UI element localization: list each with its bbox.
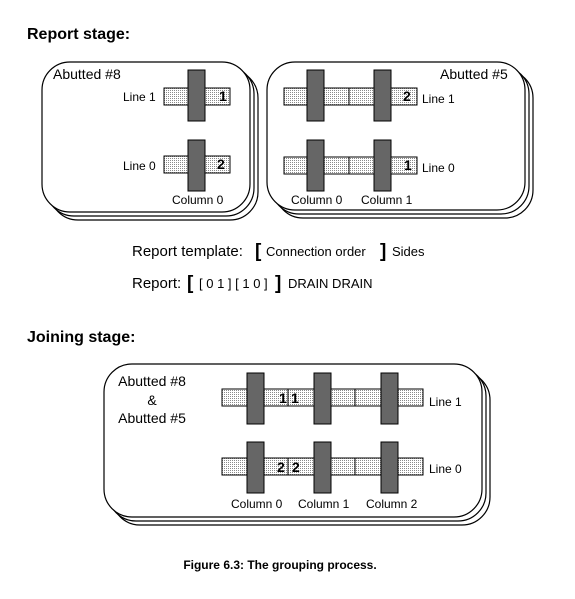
- report-template-suffix: Sides: [392, 244, 425, 259]
- joined-line1-label: Line 1: [429, 395, 462, 409]
- abutted-5-line1-number: 2: [403, 88, 411, 104]
- report-result-middle: [ 0 1 ] [ 1 0 ]: [199, 276, 268, 291]
- report-template-open-bracket: [: [255, 241, 262, 262]
- joined-column0-label: Column 0: [231, 497, 283, 511]
- abutted-5-line1: 2: [283, 69, 418, 122]
- joined-line1-number-b: 1: [291, 390, 299, 406]
- abutted-8-line1-number: 1: [219, 88, 227, 104]
- abutted-8-line0-number: 2: [217, 156, 225, 172]
- figure-caption: Figure 6.3: The grouping process.: [183, 558, 376, 572]
- abutted-5-box: Abutted #5 2 Line 1 1 Line 0 Column 0 Co…: [266, 61, 534, 219]
- joined-title-ampersand: &: [147, 392, 157, 408]
- report-stage-heading: Report stage:: [27, 26, 130, 43]
- report-result-prefix: Report:: [132, 275, 181, 292]
- report-template-close-bracket: ]: [380, 241, 386, 262]
- joined-line0-number-b: 2: [292, 459, 300, 475]
- abutted-8-line1-label: Line 1: [123, 90, 156, 104]
- joined-title-line3: Abutted #5: [118, 410, 186, 426]
- abutted-5-title: Abutted #5: [440, 66, 508, 82]
- report-result-suffix: DRAIN DRAIN: [288, 276, 373, 291]
- joined-column2-label: Column 2: [366, 497, 418, 511]
- joined-line0-number-a: 2: [277, 459, 285, 475]
- abutted-8-title: Abutted #8: [53, 66, 121, 82]
- report-template-middle: Connection order: [266, 244, 366, 259]
- joining-stage-heading: Joining stage:: [27, 329, 135, 346]
- joined-line1: 1 1: [221, 372, 424, 425]
- joined-box: Abutted #8 & Abutted #5 1 1 Line 1 2 2 L…: [103, 363, 491, 526]
- abutted-5-column0-label: Column 0: [291, 193, 343, 207]
- abutted-5-line1-label: Line 1: [422, 92, 455, 106]
- abutted-5-line0-label: Line 0: [422, 161, 455, 175]
- joined-line0-label: Line 0: [429, 462, 462, 476]
- joined-line1-number-a: 1: [279, 390, 287, 406]
- joined-column1-label: Column 1: [298, 497, 350, 511]
- joined-title-line1: Abutted #8: [118, 373, 186, 389]
- report-template-prefix: Report template:: [132, 243, 243, 260]
- report-template: Report template: [ Connection order ] Si…: [132, 241, 425, 262]
- joined-line0: 2 2: [221, 441, 424, 494]
- abutted-8-line1: 1: [163, 69, 231, 122]
- report-result-open-bracket: [: [187, 273, 194, 294]
- abutted-5-line0-number: 1: [404, 157, 412, 173]
- abutted-8-box: Abutted #8 1 Line 1 2 Line 0 Column 0: [41, 61, 259, 221]
- abutted-8-line0-label: Line 0: [123, 159, 156, 173]
- abutted-5-column1-label: Column 1: [361, 193, 413, 207]
- report-result: Report: [ [ 0 1 ] [ 1 0 ] ] DRAIN DRAIN: [132, 273, 373, 294]
- abutted-8-line0: 2: [163, 139, 231, 192]
- abutted-8-column0-label: Column 0: [172, 193, 224, 207]
- abutted-5-line0: 1: [283, 139, 418, 192]
- report-result-close-bracket: ]: [275, 273, 281, 294]
